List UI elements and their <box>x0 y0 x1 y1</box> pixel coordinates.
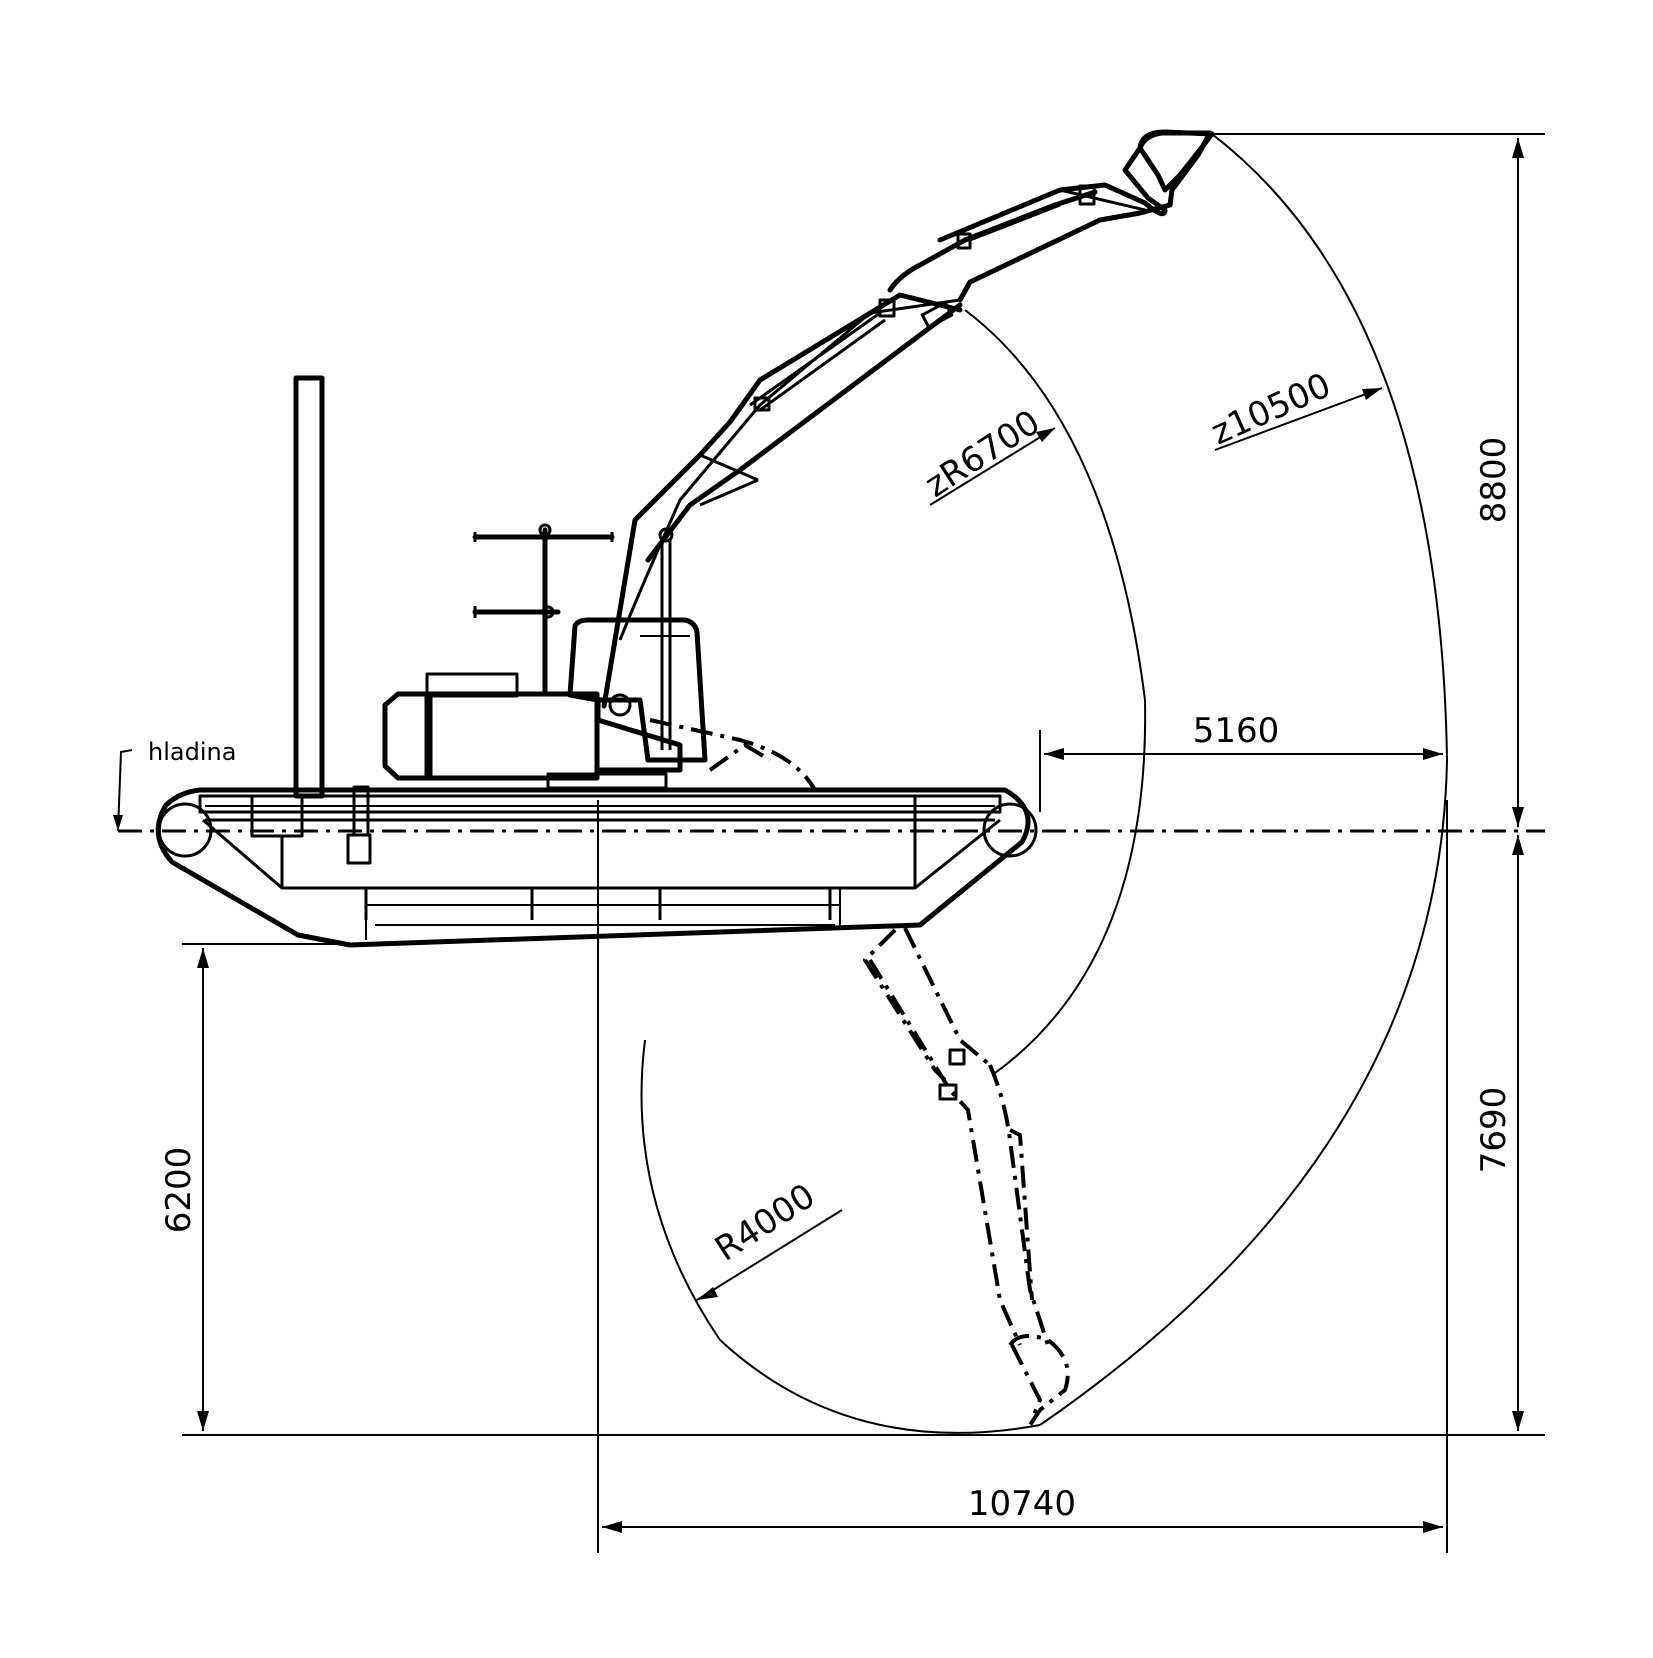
spud-pole <box>293 375 325 799</box>
dim-depth-right-label: 7690 <box>1474 1087 1514 1174</box>
dim-overall-height-label: 8800 <box>1474 437 1514 524</box>
radius-leader-outer <box>1214 387 1383 451</box>
excavator-boom-lowered <box>649 718 1070 1427</box>
dim-reach-at-water-label: 5160 <box>1193 711 1280 751</box>
radius-leader-middle <box>929 427 1056 506</box>
excavator-boom-raised <box>601 129 1215 709</box>
dim-radius-middle-label: zR6700 <box>918 402 1047 505</box>
light-mast <box>472 523 615 697</box>
dimension-8800 <box>1512 138 1524 827</box>
dim-radius-outer-label: z10500 <box>1205 365 1336 453</box>
water-level-label: hladina <box>148 738 236 766</box>
radius-leader-inner <box>696 1209 843 1301</box>
dim-radius-inner-label: R4000 <box>708 1176 822 1270</box>
reach-arcs <box>640 133 1449 1434</box>
dim-depth-left-label: 6200 <box>159 1147 199 1234</box>
upper-structure <box>382 527 708 790</box>
dim-total-reach-label: 10740 <box>968 1484 1076 1524</box>
pontoon-chassis <box>155 785 1038 948</box>
dimension-5160 <box>1044 748 1443 760</box>
dimension-10740 <box>602 1521 1443 1533</box>
dimension-6200 <box>197 948 209 1431</box>
water-level-line <box>113 749 1545 833</box>
dimension-7690 <box>1512 835 1524 1431</box>
